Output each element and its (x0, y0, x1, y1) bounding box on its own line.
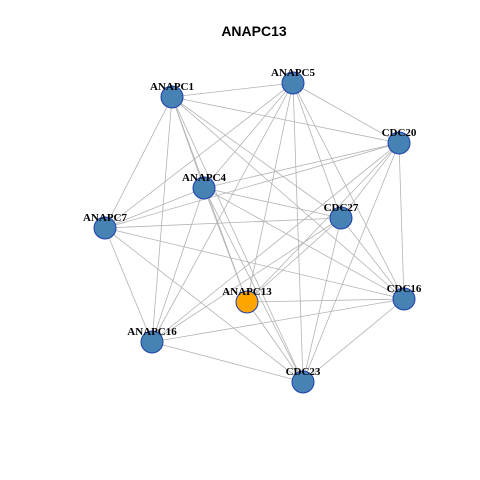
edge-cdc20-anapc7 (104, 142, 400, 229)
edge-anapc5-anapc16 (151, 82, 294, 343)
edge-anapc5-anapc7 (104, 82, 294, 229)
edge-anapc5-cdc27 (292, 82, 342, 219)
node-label-anapc4: ANAPC4 (182, 172, 226, 184)
node-label-anapc7: ANAPC7 (83, 212, 127, 224)
node-label-anapc13: ANAPC13 (222, 286, 272, 298)
edge-anapc4-anapc7 (104, 187, 205, 229)
edge-anapc7-cdc16 (104, 227, 405, 300)
edge-cdc20-cdc27 (340, 142, 400, 219)
edge-anapc5-cdc16 (292, 82, 405, 300)
edge-cdc16-anapc16 (151, 298, 405, 343)
edge-anapc5-anapc4 (203, 82, 294, 189)
edge-cdc20-anapc16 (151, 142, 400, 343)
node-anapc16 (140, 330, 164, 354)
node-anapc1 (160, 85, 184, 109)
node-label-cdc27: CDC27 (324, 202, 359, 214)
edge-cdc27-cdc23 (302, 217, 342, 383)
edge-cdc20-anapc4 (203, 142, 400, 189)
edge-cdc16-cdc23 (302, 298, 405, 383)
edge-anapc1-cdc23 (171, 96, 304, 383)
edge-anapc7-anapc16 (104, 227, 153, 343)
edge-anapc16-cdc23 (151, 341, 304, 383)
edge-anapc4-anapc16 (151, 187, 205, 343)
edge-anapc5-anapc13 (246, 82, 294, 303)
node-cdc27 (329, 206, 353, 230)
node-cdc20 (387, 131, 411, 155)
node-label-cdc16: CDC16 (387, 283, 422, 295)
node-label-cdc23: CDC23 (286, 366, 321, 378)
edge-anapc1-anapc16 (151, 96, 173, 343)
node-cdc16 (392, 287, 416, 311)
edge-anapc1-anapc7 (104, 96, 173, 229)
edge-cdc27-anapc13 (246, 217, 342, 303)
node-anapc4 (192, 176, 216, 200)
edge-anapc4-anapc13 (203, 187, 248, 303)
edge-cdc27-cdc16 (340, 217, 405, 300)
edge-anapc13-cdc23 (246, 301, 304, 383)
node-label-anapc16: ANAPC16 (127, 326, 177, 338)
edge-cdc20-cdc16 (398, 142, 405, 300)
edge-anapc4-cdc27 (203, 187, 342, 219)
node-cdc23 (291, 370, 315, 394)
edge-cdc20-anapc13 (246, 142, 400, 303)
edge-anapc5-cdc23 (292, 82, 304, 383)
node-label-anapc1: ANAPC1 (150, 81, 194, 93)
edge-anapc13-cdc16 (246, 298, 405, 303)
edge-anapc1-anapc5 (171, 82, 294, 98)
edge-anapc1-cdc16 (171, 96, 405, 300)
edge-anapc7-cdc23 (104, 227, 304, 383)
diagram-title: ANAPC13 (221, 23, 287, 39)
edge-layer (104, 82, 405, 383)
edge-cdc27-anapc16 (151, 217, 342, 343)
node-anapc13 (235, 290, 259, 314)
edge-anapc4-cdc16 (203, 187, 405, 300)
edge-anapc1-cdc27 (171, 96, 342, 219)
node-anapc7 (93, 216, 117, 240)
edge-anapc7-cdc27 (104, 217, 342, 229)
edge-cdc20-cdc23 (302, 142, 400, 383)
edge-anapc5-cdc20 (292, 82, 400, 144)
edge-anapc4-cdc23 (203, 187, 304, 383)
node-anapc5 (281, 71, 305, 95)
node-label-anapc5: ANAPC5 (271, 67, 315, 79)
node-label-cdc20: CDC20 (382, 127, 417, 139)
